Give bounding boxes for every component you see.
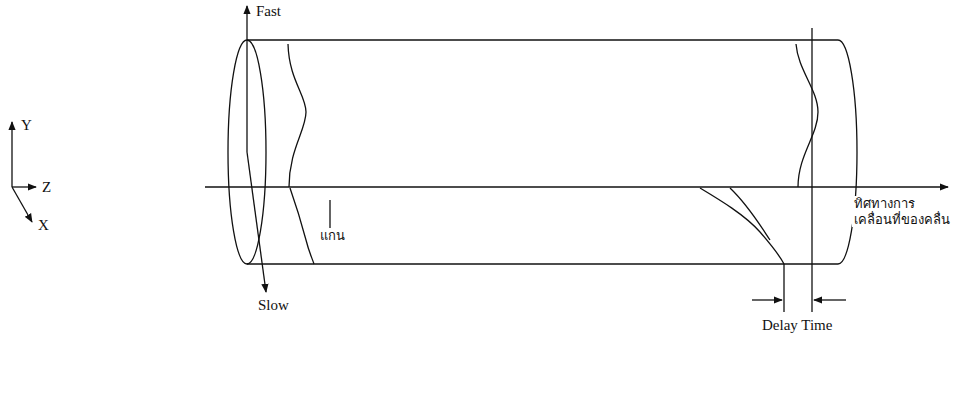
axis-name: Slow [256,296,291,314]
delay-marker [783,264,784,312]
fiber-edge [247,39,838,40]
fast-pulse [288,44,306,187]
delay-arrow [814,299,846,300]
fast-pulse [796,44,818,187]
slow-axis [247,152,266,292]
fiber-edge [247,263,838,264]
y-axis [11,122,12,187]
axis-letter: Y [19,116,34,134]
propagation-axis [205,186,948,187]
axis-leader [329,200,330,228]
axis-name: Fast [254,2,283,20]
axis-letter: Z [40,178,53,196]
delay-marker [811,28,812,312]
delay-label: Delay Time [760,316,834,334]
slow-pulse [730,188,770,240]
axis-letter: X [36,216,51,234]
z-axis [12,186,36,187]
axis-label: แกน [318,228,347,244]
delay-arrow [752,299,782,300]
fast-axis [246,6,247,152]
fiber-end [838,40,857,264]
direction-label: ทิศทางการ เคลื่อนที่ของคลื่น [852,196,952,227]
x-axis [12,187,32,222]
slow-pulse [700,188,784,264]
slow-pulse [290,188,314,264]
